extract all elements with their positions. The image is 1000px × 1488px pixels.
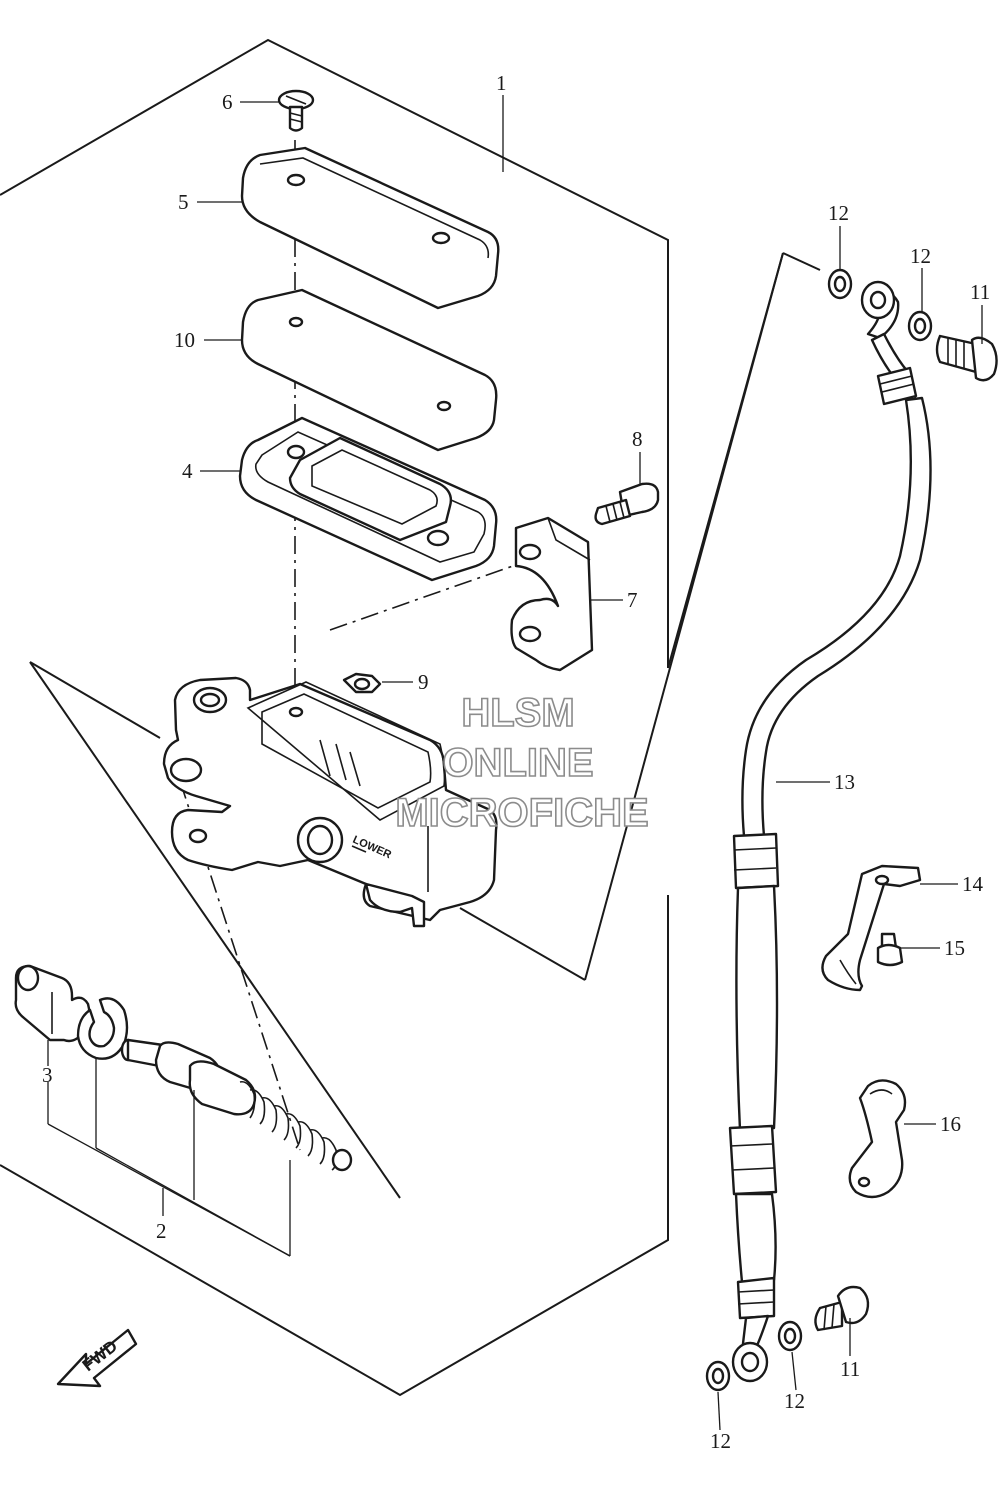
callout-7: 7 bbox=[627, 588, 638, 612]
callout-labels: 1 2 3 4 5 6 7 8 9 10 11 11 12 12 12 12 1… bbox=[42, 71, 990, 1453]
circlip bbox=[76, 997, 129, 1060]
callout-8: 8 bbox=[632, 427, 643, 451]
hose-clamp-bracket bbox=[848, 1079, 907, 1199]
clamp-bolt bbox=[594, 482, 660, 526]
piston-assembly bbox=[120, 1038, 353, 1172]
callout-16: 16 bbox=[940, 1112, 961, 1136]
callout-5: 5 bbox=[178, 190, 189, 214]
callout-14: 14 bbox=[962, 872, 984, 896]
hose-bracket bbox=[821, 864, 922, 992]
callout-4: 4 bbox=[182, 459, 193, 483]
handlebar-clamp bbox=[510, 516, 594, 672]
watermark-line-3: MICROFICHE bbox=[395, 791, 648, 835]
small-fitting bbox=[342, 672, 382, 694]
watermark: HLSM ONLINE MICROFICHE bbox=[395, 690, 650, 836]
reservoir-plate bbox=[240, 288, 498, 452]
reservoir-cap-screw bbox=[277, 89, 315, 132]
watermark-line-1: HLSM bbox=[461, 691, 574, 735]
bracket-bolt bbox=[876, 932, 904, 967]
leader-lines bbox=[47, 95, 983, 1431]
callout-12-bottom-right: 12 bbox=[784, 1389, 805, 1413]
fwd-arrow: FWD bbox=[56, 1328, 138, 1388]
callout-1: 1 bbox=[496, 71, 507, 95]
callout-13: 13 bbox=[834, 770, 855, 794]
reservoir-cap bbox=[240, 146, 500, 310]
callout-6: 6 bbox=[222, 90, 233, 114]
callout-12-top-left: 12 bbox=[828, 201, 849, 225]
callout-9: 9 bbox=[418, 670, 429, 694]
callout-11-bottom: 11 bbox=[840, 1357, 860, 1381]
callout-15: 15 bbox=[944, 936, 965, 960]
dust-boot bbox=[14, 964, 91, 1043]
callout-2: 2 bbox=[156, 1219, 167, 1243]
callout-3: 3 bbox=[42, 1063, 53, 1087]
assembly-frame bbox=[0, 38, 821, 1397]
watermark-line-2: ONLINE bbox=[442, 741, 593, 785]
callout-10: 10 bbox=[174, 328, 195, 352]
master-cylinder-body: LOWER bbox=[162, 676, 498, 928]
washers bbox=[705, 268, 933, 1392]
brake-hose bbox=[728, 280, 932, 1383]
callout-12-top-right: 12 bbox=[910, 244, 931, 268]
callout-11-top: 11 bbox=[970, 280, 990, 304]
reservoir-diaphragm bbox=[238, 416, 498, 582]
union-bolts bbox=[814, 334, 998, 1332]
callout-12-bottom-left: 12 bbox=[710, 1429, 731, 1453]
